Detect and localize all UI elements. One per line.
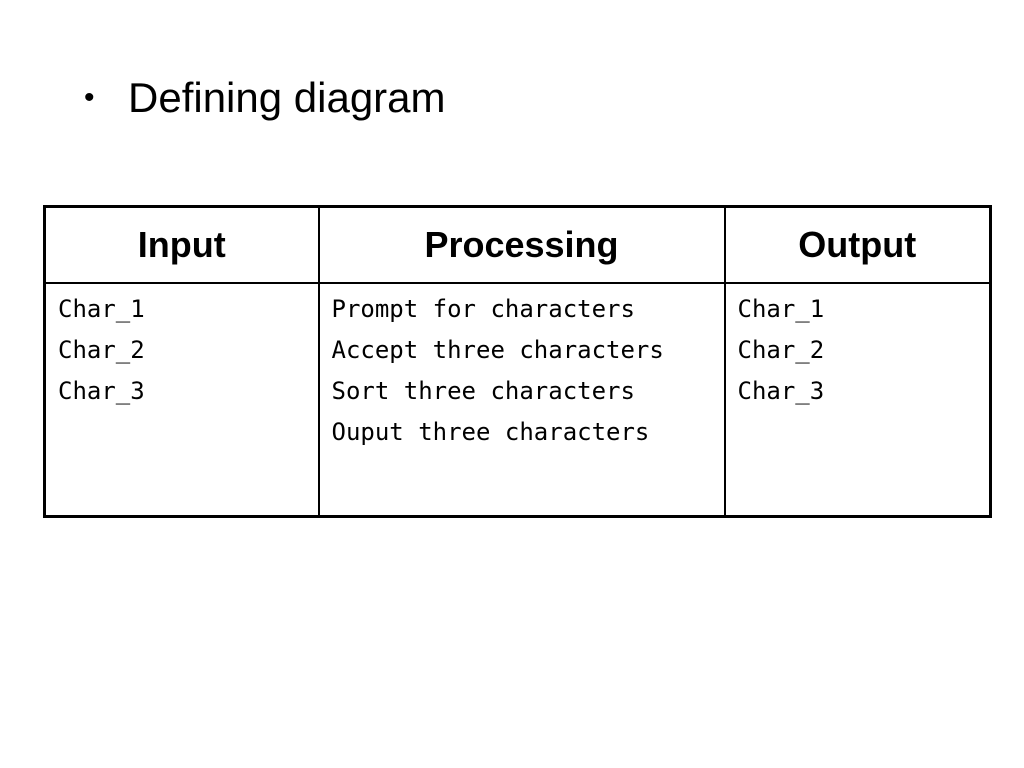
output-item: Char_3 [737, 377, 825, 405]
input-cell: Char_1 Char_2 Char_3 [43, 282, 320, 518]
header-input: Input [43, 205, 320, 284]
header-output: Output [723, 205, 992, 284]
input-item: Char_1 [58, 295, 145, 323]
processing-step: Accept three characters [331, 336, 664, 364]
input-item: Char_2 [58, 336, 145, 364]
header-row: Input Processing Output [43, 205, 992, 284]
output-item: Char_1 [737, 295, 825, 323]
output-item: Char_2 [737, 336, 825, 364]
processing-step: Ouput three characters [331, 418, 650, 446]
bullet-point: • [84, 81, 95, 114]
processing-cell: Prompt for characters Accept three chara… [317, 282, 726, 518]
input-item: Char_3 [58, 377, 145, 405]
processing-step: Prompt for characters [331, 295, 635, 323]
processing-step: Sort three characters [331, 377, 635, 405]
table-row: Char_1 Char_2 Char_3 Prompt for characte… [43, 282, 992, 518]
slide-heading: • Defining diagram [84, 68, 446, 128]
output-cell: Char_1 Char_2 Char_3 [723, 282, 992, 518]
slide-title: Defining diagram [128, 74, 446, 121]
defining-diagram-table: Input Processing Output Char_1 Char_2 Ch… [43, 205, 992, 518]
header-processing: Processing [317, 205, 726, 284]
